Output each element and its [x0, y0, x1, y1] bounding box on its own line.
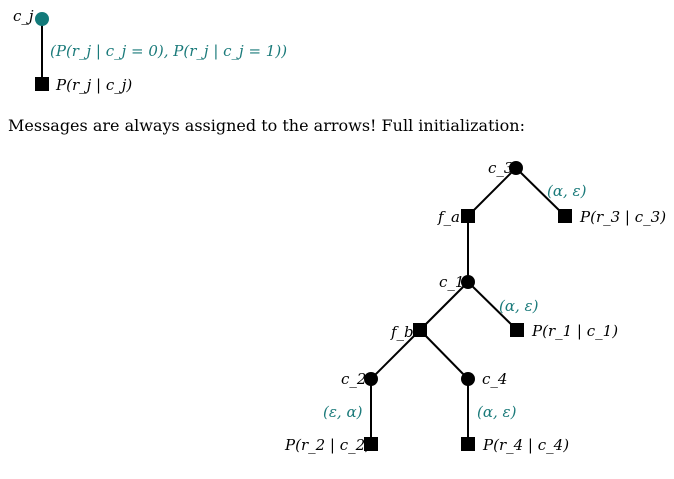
variable-node-c3: [509, 161, 523, 175]
factor-node-p1: [510, 323, 524, 337]
edge-c1-fb: [419, 281, 469, 331]
node-label-c3: c_3: [488, 159, 513, 177]
factor-tree: c_3 c_1 c_2 c_4 f_a f_b P(r_3 | c_3) P(r…: [284, 159, 666, 454]
legend-factor-node: [35, 77, 49, 91]
variable-node-c1: [461, 275, 475, 289]
caption-text: Messages are always assigned to the arro…: [8, 116, 525, 135]
tree-nodes: [364, 161, 572, 451]
edge-c3-p3: [515, 167, 566, 217]
node-label-p1: P(r_1 | c_1): [531, 322, 618, 340]
factor-node-p2: [364, 437, 378, 451]
edge-fb-c2: [370, 329, 421, 380]
node-label-fa: f_a: [437, 208, 460, 226]
tree-edges: [370, 167, 566, 444]
factor-node-p4: [461, 437, 475, 451]
message-c4-p4: (α, ε): [477, 403, 517, 421]
node-label-fb: f_b: [390, 323, 414, 341]
variable-node-c4: [461, 372, 475, 386]
factor-node-p3: [558, 209, 572, 223]
factor-node-fa: [461, 209, 475, 223]
node-label-c2: c_2: [341, 370, 366, 388]
message-c2-p2: (ε, α): [323, 403, 363, 421]
legend-factor-label: P(r_j | c_j): [55, 76, 132, 94]
message-c3-p3: (α, ε): [547, 182, 587, 200]
message-c1-p1: (α, ε): [499, 297, 539, 315]
legend-message-label: (P(r_j | c_j = 0), P(r_j | c_j = 1)): [50, 42, 287, 60]
node-label-p3: P(r_3 | c_3): [579, 208, 666, 226]
factor-node-fb: [413, 323, 427, 337]
variable-node-c2: [364, 372, 378, 386]
legend-variable-label: c_j: [13, 7, 34, 25]
node-label-c4: c_4: [482, 370, 507, 388]
node-label-c1: c_1: [439, 273, 464, 291]
edge-c1-p1: [467, 281, 518, 331]
node-label-p4: P(r_4 | c_4): [482, 436, 569, 454]
node-label-p2: P(r_2 | c_2): [284, 436, 371, 454]
edge-fb-c4: [419, 329, 469, 380]
legend-variable-node: [35, 12, 49, 26]
edge-c3-fa: [467, 167, 517, 217]
legend: c_j (P(r_j | c_j = 0), P(r_j | c_j = 1))…: [13, 7, 287, 94]
